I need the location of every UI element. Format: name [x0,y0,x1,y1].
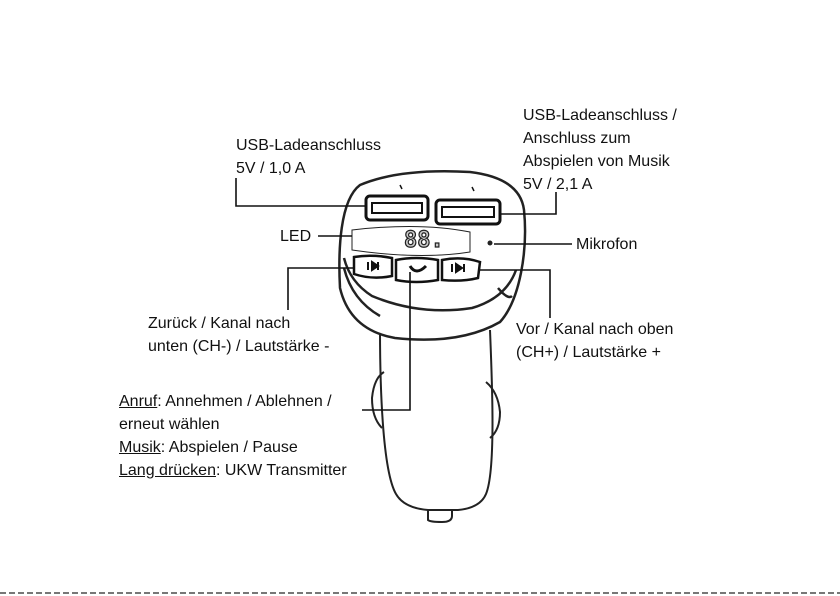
label-forward-line2: (CH+) / Lautstärke + [516,341,673,364]
label-call-desc-lang: : UKW Transmitter [216,462,347,479]
label-call-line2: erneut wählen [119,413,347,436]
microphone-dot [488,241,493,246]
label-usb-port-2-line1: USB-Ladeanschluss / [523,104,677,127]
label-forward-button: Vor / Kanal nach oben (CH+) / Lautstärke… [516,318,673,364]
control-buttons [354,256,480,282]
bottom-dashed-rule [0,592,840,594]
label-microphone: Mikrofon [576,233,637,256]
label-usb-port-2: USB-Ladeanschluss / Anschluss zum Abspie… [523,104,677,196]
led-display: 88. [404,228,444,253]
charger-plug [372,330,500,522]
label-usb-port-2-line2: Anschluss zum [523,127,677,150]
label-call-term-musik: Musik [119,439,161,456]
label-usb-port-1: USB-Ladeanschluss 5V / 1,0 A [236,134,381,180]
label-led: LED [280,225,311,248]
label-call-term-lang: Lang drücken [119,462,216,479]
label-call-desc-anruf: : Annehmen / Ablehnen / [157,393,331,410]
label-call-button: Anruf: Annehmen / Ablehnen / erneut wähl… [119,390,347,482]
label-forward-line1: Vor / Kanal nach oben [516,318,673,341]
label-call-line3: Musik: Abspielen / Pause [119,436,347,459]
label-usb-port-1-line2: 5V / 1,0 A [236,157,381,180]
label-call-line4: Lang drücken: UKW Transmitter [119,459,347,482]
label-back-line1: Zurück / Kanal nach [148,312,329,335]
label-back-line2: unten (CH-) / Lautstärke - [148,335,329,358]
led-display-area: 88. [352,226,470,255]
label-usb-port-1-line1: USB-Ladeanschluss [236,134,381,157]
label-call-line1: Anruf: Annehmen / Ablehnen / [119,390,347,413]
label-back-button: Zurück / Kanal nach unten (CH-) / Lautst… [148,312,329,358]
leader-usb1 [236,178,366,206]
label-call-desc-musik: : Abspielen / Pause [161,439,298,456]
label-usb-port-2-line3: Abspielen von Musik [523,150,677,173]
label-call-term-anruf: Anruf [119,393,157,410]
label-usb-port-2-line4: 5V / 2,1 A [523,173,677,196]
